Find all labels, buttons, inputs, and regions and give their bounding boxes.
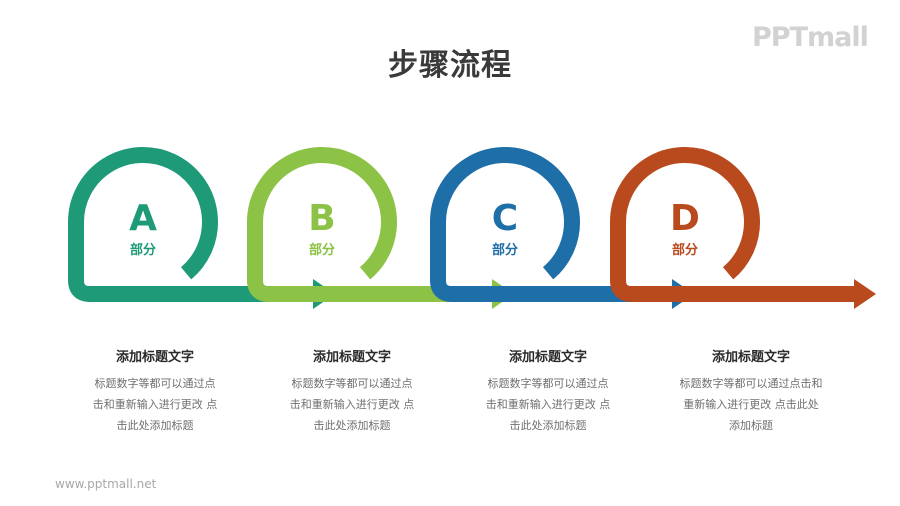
step-a-label: 部分	[130, 242, 156, 258]
step-d-arrowhead	[854, 279, 876, 309]
step-c-text: 添加标题文字 标题数字等都可以通过点 击和重新输入进行更改 点 击此处添加标题	[468, 346, 628, 436]
step-d-line-3: 添加标题	[729, 419, 773, 432]
step-b-letter: B	[308, 198, 335, 239]
step-d-heading: 添加标题文字	[711, 350, 790, 365]
step-b-label: 部分	[309, 242, 335, 258]
page-title: 步骤流程	[388, 48, 512, 83]
step-d-loop-path	[610, 147, 854, 302]
step-b-loop-arrow: B 部分	[247, 147, 514, 309]
step-a-line-1: 标题数字等都可以通过点	[94, 377, 216, 390]
step-d-line-1: 标题数字等都可以通过点击和	[679, 377, 823, 390]
step-b-description: 标题数字等都可以通过点 击和重新输入进行更改 点 击此处添加标题	[272, 373, 432, 436]
step-a-description: 标题数字等都可以通过点 击和重新输入进行更改 点 击此处添加标题	[75, 373, 235, 436]
step-b-loop-path	[247, 147, 492, 302]
step-b-text: 添加标题文字 标题数字等都可以通过点 击和重新输入进行更改 点 击此处添加标题	[272, 346, 432, 436]
step-c-label: 部分	[492, 242, 518, 258]
step-a-line-2: 击和重新输入进行更改 点	[92, 398, 218, 411]
step-a-line-3: 击此处添加标题	[116, 419, 194, 432]
step-c-line-1: 标题数字等都可以通过点	[487, 377, 609, 390]
step-d-text: 添加标题文字 标题数字等都可以通过点击和 重新输入进行更改 点击此处 添加标题	[671, 346, 831, 436]
step-b-heading: 添加标题文字	[312, 350, 391, 365]
step-c-heading: 添加标题文字	[508, 350, 587, 365]
step-a-loop-arrow: A 部分	[68, 147, 335, 309]
step-d-description: 标题数字等都可以通过点击和 重新输入进行更改 点击此处 添加标题	[671, 373, 831, 436]
step-b-line-3: 击此处添加标题	[313, 419, 391, 432]
step-d-loop-arrow: D 部分	[610, 147, 876, 309]
step-a-heading: 添加标题文字	[115, 350, 194, 365]
step-a-letter: A	[129, 198, 157, 239]
footer-url: www.pptmall.net	[55, 477, 157, 491]
step-c-loop-arrow: C 部分	[430, 147, 694, 309]
step-c-description: 标题数字等都可以通过点 击和重新输入进行更改 点 击此处添加标题	[468, 373, 628, 436]
step-d-label: 部分	[672, 242, 698, 258]
step-c-loop-path	[430, 147, 672, 302]
step-d-letter: D	[670, 198, 700, 239]
step-a-loop-path	[68, 147, 313, 302]
step-c-letter: C	[492, 198, 518, 239]
step-d-line-2: 重新输入进行更改 点击此处	[683, 398, 819, 411]
step-a-text: 添加标题文字 标题数字等都可以通过点 击和重新输入进行更改 点 击此处添加标题	[75, 346, 235, 436]
step-b-line-2: 击和重新输入进行更改 点	[289, 398, 415, 411]
pptmall-logo: PPTmall	[752, 22, 869, 53]
step-b-line-1: 标题数字等都可以通过点	[291, 377, 413, 390]
step-c-line-3: 击此处添加标题	[509, 419, 587, 432]
step-c-line-2: 击和重新输入进行更改 点	[485, 398, 611, 411]
